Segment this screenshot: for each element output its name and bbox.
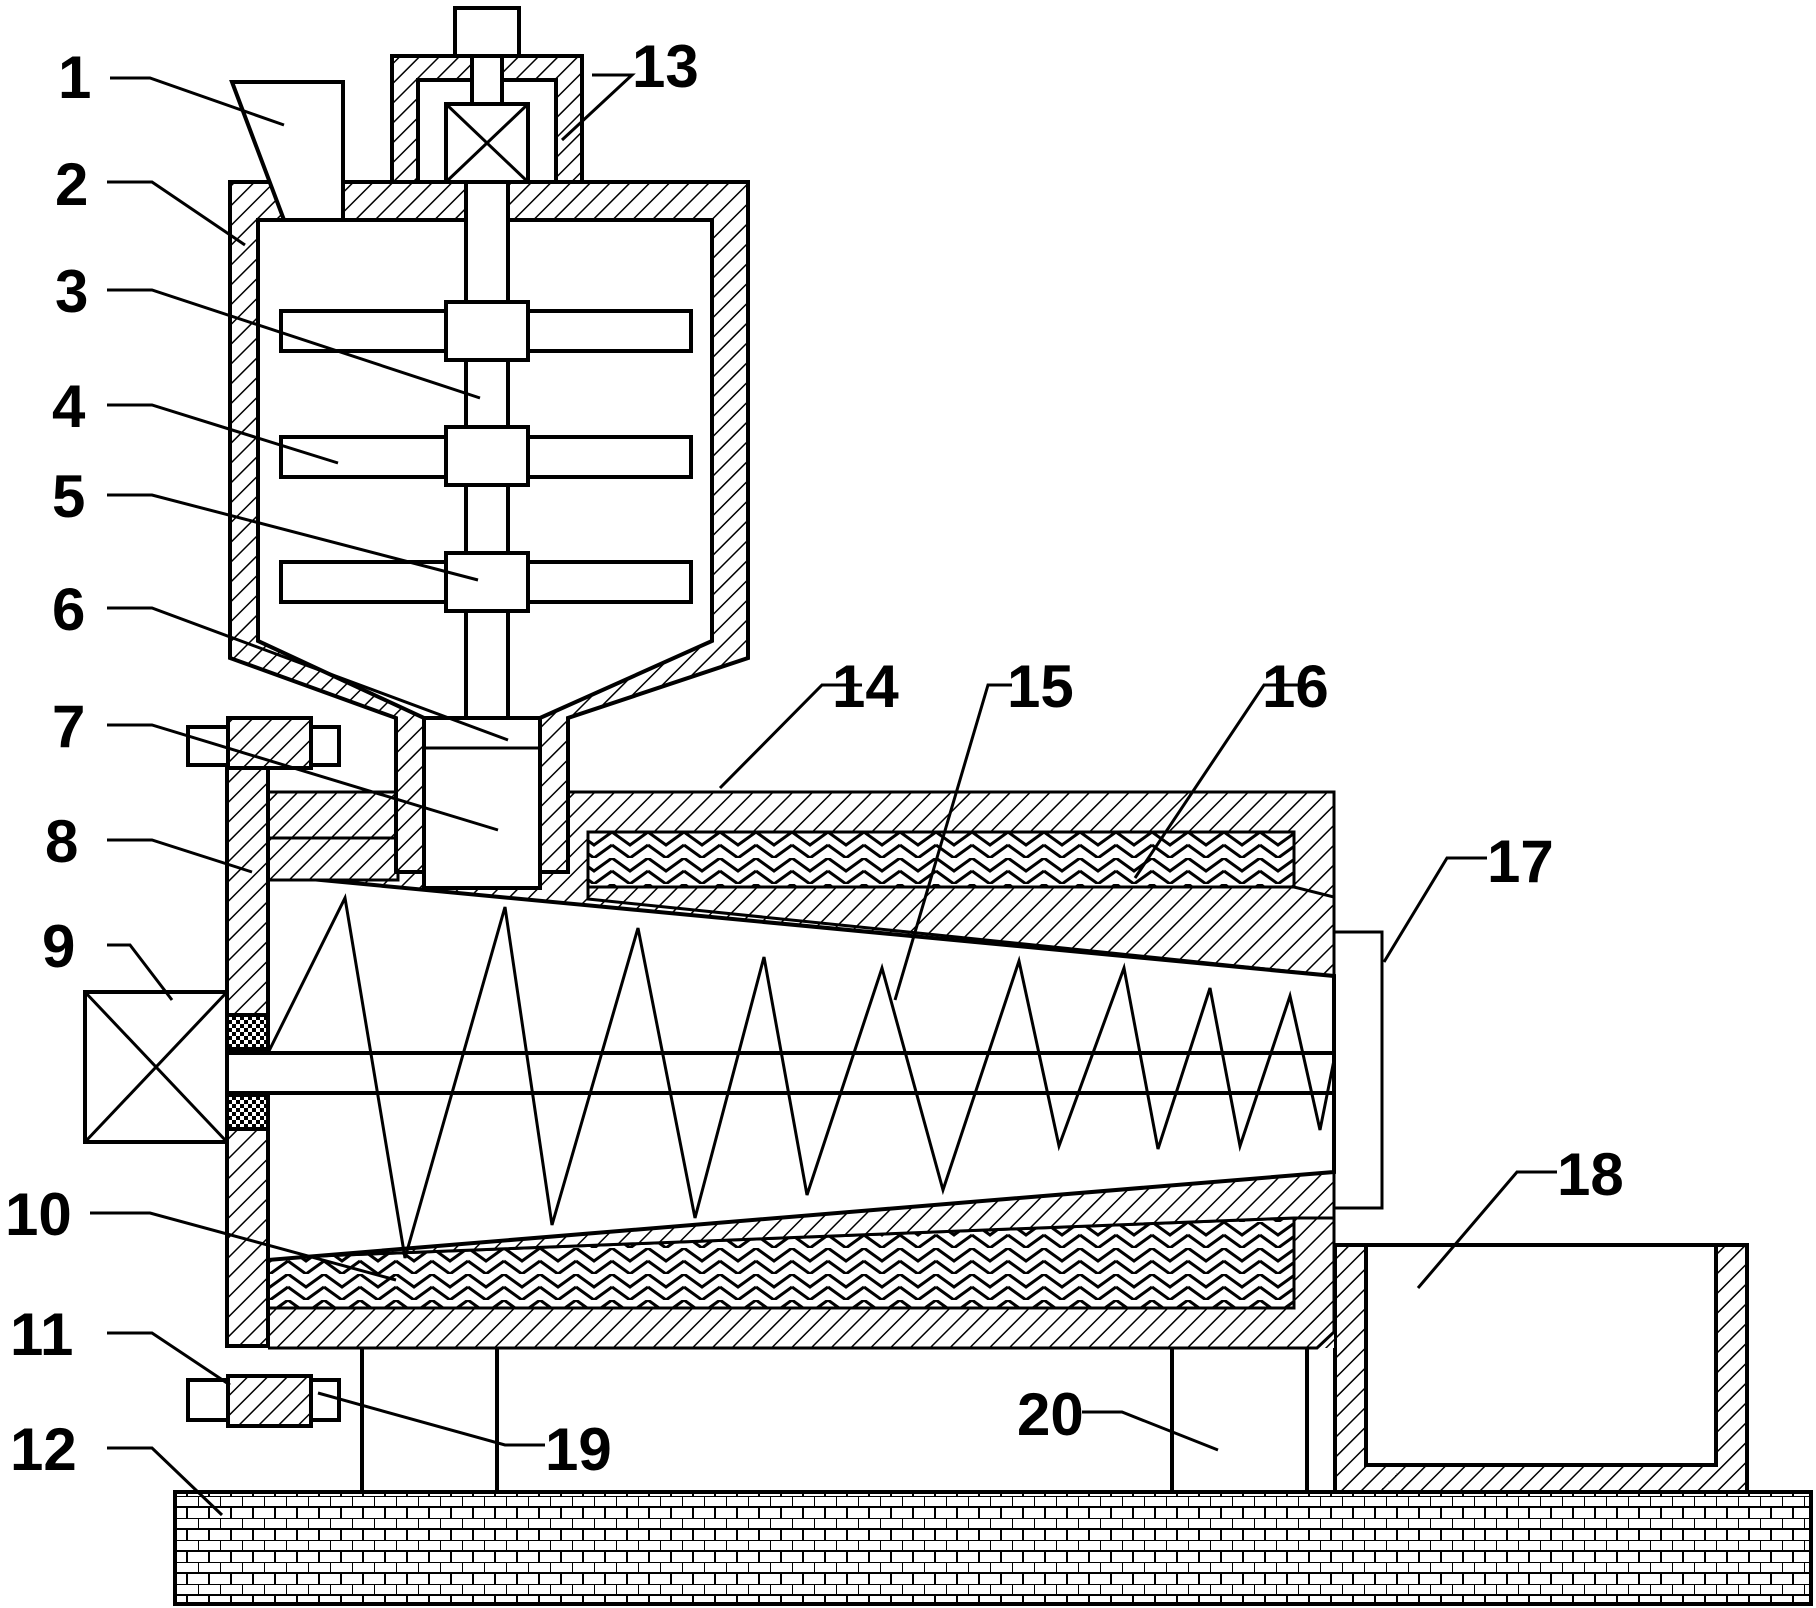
left-support [360,1345,499,1494]
leader-lines [90,73,1557,1517]
label-8: 8 [45,808,78,875]
label-9: 9 [42,913,75,980]
label-1: 1 [58,44,91,111]
label-20: 20 [1017,1381,1084,1448]
right-support [1170,1345,1309,1494]
label-10: 10 [5,1181,72,1248]
label-2: 2 [55,151,88,218]
label-5: 5 [52,463,85,530]
bottom-flange-bolt [186,1374,341,1428]
label-4: 4 [52,373,86,440]
part-labels: 1 2 3 4 5 6 7 8 9 10 11 12 13 14 15 16 1… [5,33,1624,1483]
label-19: 19 [545,1416,612,1483]
label-18: 18 [1557,1141,1624,1208]
tank-outlet [422,716,542,890]
label-3: 3 [55,258,88,325]
agitator-blade-3 [279,551,693,613]
label-12: 12 [10,1416,77,1483]
base-plate [173,1490,1813,1606]
left-end-plate [225,744,270,1348]
screw-flights [266,893,1336,1259]
label-13: 13 [632,33,699,100]
label-6: 6 [52,576,85,643]
upper-liner [586,885,1336,978]
label-11: 11 [10,1301,73,1368]
label-16: 16 [1262,653,1329,720]
discharge-cover [1334,930,1384,1210]
agitator-blade-2 [279,425,693,487]
screw-motor [83,990,229,1144]
label-15: 15 [1007,653,1074,720]
horizontal-housing [227,790,1336,1350]
label-7: 7 [52,693,85,760]
screw-shaft [225,1051,1336,1095]
label-14: 14 [832,653,899,720]
collection-box [1333,1243,1749,1494]
label-17: 17 [1487,828,1554,895]
top-motor [390,6,584,184]
